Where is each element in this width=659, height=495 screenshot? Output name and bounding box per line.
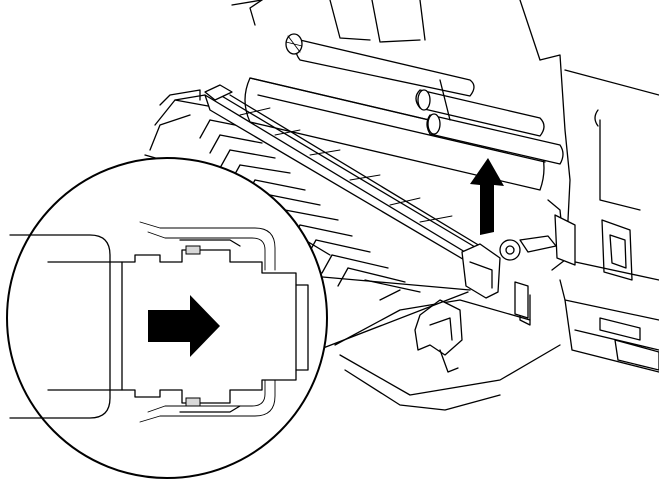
zoom-detail: [6, 157, 328, 479]
callout-lines: [299, 274, 471, 351]
arrow-up-icon: [470, 158, 504, 235]
transfer-bar: [204, 84, 576, 299]
fuser-rollers: [244, 33, 564, 191]
printer-housing: [231, 0, 659, 373]
clip-bottom: [185, 397, 201, 407]
arrow-right-icon: [148, 295, 220, 357]
lower-tray: [334, 281, 561, 411]
clip-top: [185, 245, 201, 255]
